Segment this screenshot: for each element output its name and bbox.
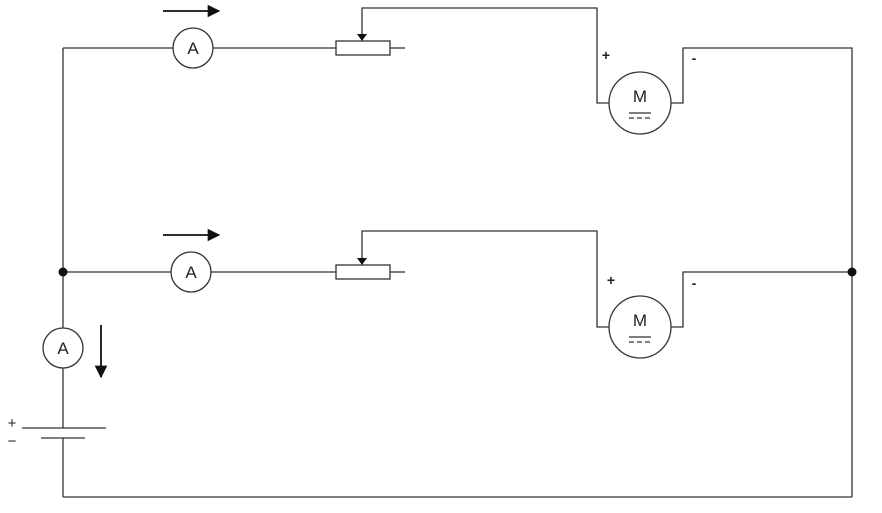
wire-bottom-motor-to-right — [671, 271, 852, 328]
ammeter-circle — [170, 251, 212, 293]
motor-minus-terminal: - — [692, 50, 697, 66]
wires — [62, 7, 853, 498]
motor-plus-terminal: + — [607, 272, 615, 288]
motor-plus-terminal: + — [602, 47, 610, 63]
battery: + − — [8, 415, 106, 450]
rheostat-bottom — [335, 258, 391, 280]
junction-node-left — [58, 267, 68, 277]
ammeter-circle — [42, 327, 84, 369]
wire-top-motor-to-right — [671, 47, 853, 272]
battery-minus-label: − — [8, 433, 17, 450]
motor-label: M — [633, 311, 647, 330]
rheostat-wiper-arrow — [357, 258, 367, 265]
rheostat-body — [335, 40, 391, 56]
ammeter-main: A — [42, 327, 84, 369]
motor-minus-terminal: - — [692, 275, 697, 291]
wire-bottom-wiper-to-motor — [361, 230, 609, 328]
motor-top: M + - — [602, 47, 697, 135]
ammeter-label: A — [187, 39, 199, 58]
motor-circle — [608, 295, 672, 359]
rheostat-top — [335, 34, 391, 56]
wire-top-wiper-to-motor — [361, 7, 609, 104]
motor-bottom: M + - — [607, 272, 697, 359]
ammeter-label: A — [57, 339, 69, 358]
ammeter-circle — [172, 27, 214, 69]
junction-node-right — [847, 267, 857, 277]
ammeter-label: A — [185, 263, 197, 282]
ammeter-branch-bottom: A — [170, 251, 212, 293]
motor-circle — [608, 71, 672, 135]
battery-plus-label: + — [8, 415, 17, 432]
ammeter-branch-top: A — [172, 27, 214, 69]
rheostat-body — [335, 264, 391, 280]
motor-label: M — [633, 87, 647, 106]
rheostat-wiper-arrow — [357, 34, 367, 41]
